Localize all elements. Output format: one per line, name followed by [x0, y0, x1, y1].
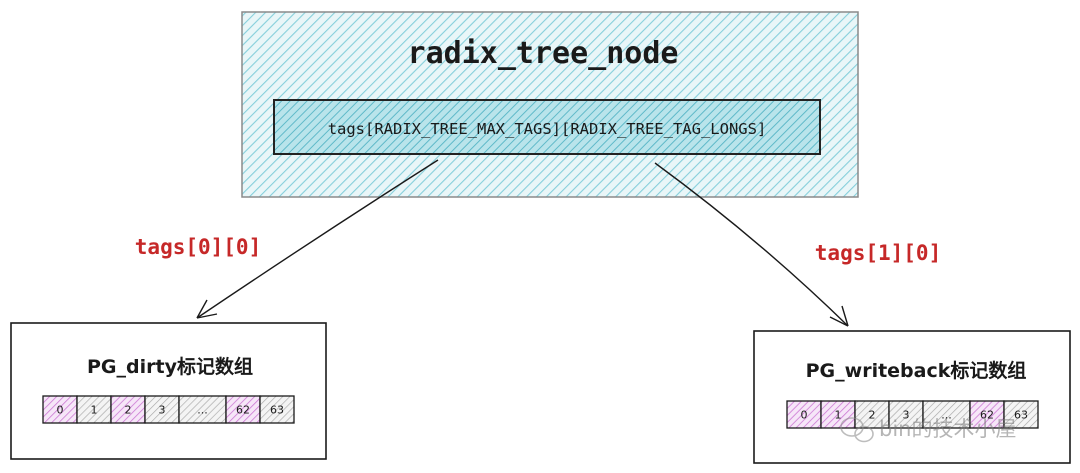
left-arrow-label: tags[0][0] [135, 235, 261, 259]
pg-writeback-cells: 0 1 2 3... 62 63 [786, 400, 1039, 429]
pg-dirty-array: PG_dirty标记数组 0 1 2 3... 62 63 [10, 322, 327, 460]
wechat-icon [840, 417, 874, 443]
right-arrow [654, 162, 849, 327]
pg-dirty-cell-label-3: 3 [159, 404, 166, 417]
pg-dirty-cell-5: 62 [225, 395, 261, 424]
pg-writeback-cell-0: 0 [786, 400, 822, 429]
pg-writeback-cell-label-2: 2 [869, 409, 876, 422]
tags-field-label: tags[RADIX_TREE_MAX_TAGS][RADIX_TREE_TAG… [328, 120, 767, 138]
pg-writeback-cell-1: 1 [820, 400, 856, 429]
pg-dirty-title: PG_dirty标记数组 [87, 355, 253, 378]
left-arrowhead [196, 299, 218, 319]
pg-writeback-cell-label-1: 1 [835, 409, 842, 422]
pg-writeback-cell-3: 3 [888, 400, 924, 429]
pg-dirty-cell-label-1: 1 [91, 404, 98, 417]
pg-writeback-cell-label-4: ... [941, 409, 952, 422]
pg-dirty-cell-label-2: 2 [125, 404, 132, 417]
watermark-text: bin的技术小屋 [879, 417, 1016, 441]
pg-dirty-cell-label-6: 63 [270, 404, 284, 417]
right-arrow-label: tags[1][0] [815, 241, 941, 265]
pg-dirty-cell-0: 0 [42, 395, 78, 424]
pg-writeback-cell-label-5: 62 [980, 409, 994, 422]
pg-dirty-cell-1: 1 [76, 395, 112, 424]
pg-dirty-cell-label-5: 62 [236, 404, 250, 417]
pg-writeback-cell-label-6: 63 [1014, 409, 1028, 422]
watermark: bin的技术小屋 [840, 417, 1016, 443]
pg-writeback-box [753, 330, 1071, 464]
pg-writeback-cell-label-0: 0 [801, 409, 808, 422]
pg-writeback-cell-5: 62 [969, 400, 1005, 429]
pg-writeback-cell-4: ... [922, 400, 971, 429]
left-arrow [196, 159, 439, 319]
pg-dirty-cell-label-0: 0 [57, 404, 64, 417]
pg-dirty-cell-label-4: ... [197, 404, 208, 417]
pg-dirty-cell-3: 3 [144, 395, 180, 424]
pg-writeback-cell-label-3: 3 [903, 409, 910, 422]
pg-dirty-cell-2: 2 [110, 395, 146, 424]
pg-dirty-cell-4: ... [178, 395, 227, 424]
pg-writeback-cell-6: 63 [1003, 400, 1039, 429]
pg-dirty-cell-6: 63 [259, 395, 295, 424]
pg-writeback-array: PG_writeback标记数组 0 1 2 3... 62 63 [753, 330, 1071, 464]
pg-dirty-box [10, 322, 327, 460]
pg-writeback-cell-2: 2 [854, 400, 890, 429]
pg-writeback-title: PG_writeback标记数组 [806, 359, 1027, 382]
right-arrowhead [829, 305, 849, 327]
node-title: radix_tree_node [408, 36, 679, 71]
tags-field-box [273, 99, 821, 155]
pg-dirty-cells: 0 1 2 3... 62 63 [42, 395, 295, 424]
radix-tree-node: radix_tree_node tags[RADIX_TREE_MAX_TAGS… [241, 11, 859, 198]
